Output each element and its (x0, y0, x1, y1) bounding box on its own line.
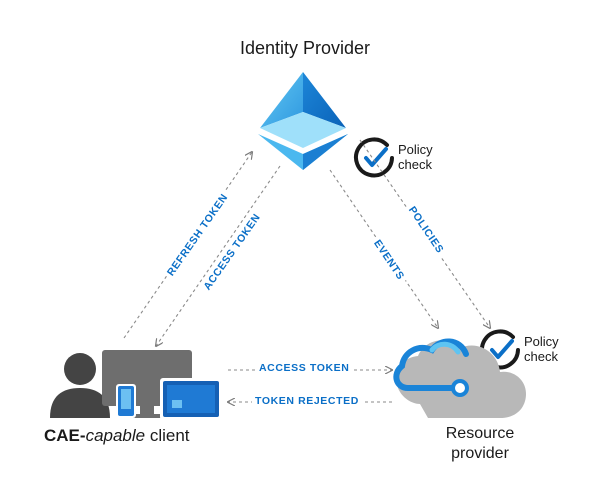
client-title-italic: capable (85, 426, 146, 445)
resource-provider-cloud-icon (393, 338, 526, 418)
identity-provider-icon (258, 72, 348, 170)
policy-check-line1: Policy (398, 142, 433, 157)
identity-provider-title: Identity Provider (239, 38, 371, 58)
client-title-prefix: CAE- (44, 426, 86, 445)
events-arrow (329, 169, 438, 328)
resource-title-line2: provider (451, 445, 509, 462)
access-token-diagonal-arrow (156, 165, 281, 346)
policy-check-line2: check (524, 349, 558, 364)
idp-policy-check-label: Policy check (398, 142, 433, 172)
user-icon (50, 353, 110, 418)
client-title: CAE-capable client (44, 426, 190, 446)
tablet-icon (160, 378, 222, 420)
policy-check-line1: Policy (524, 334, 559, 349)
phone-icon (116, 384, 136, 418)
policy-check-icon (354, 137, 394, 178)
policy-check-line2: check (398, 157, 432, 172)
resource-provider-title: Resource provider (410, 424, 550, 464)
client-devices-icon (50, 350, 222, 420)
resource-title-line1: Resource (445, 425, 515, 442)
token-rejected-label: TOKEN REJECTED (252, 395, 362, 407)
client-title-suffix: client (145, 426, 190, 445)
access-token-horizontal-label: ACCESS TOKEN (256, 362, 353, 374)
resource-policy-check-label: Policy check (524, 334, 559, 364)
refresh-token-arrow (123, 152, 252, 339)
